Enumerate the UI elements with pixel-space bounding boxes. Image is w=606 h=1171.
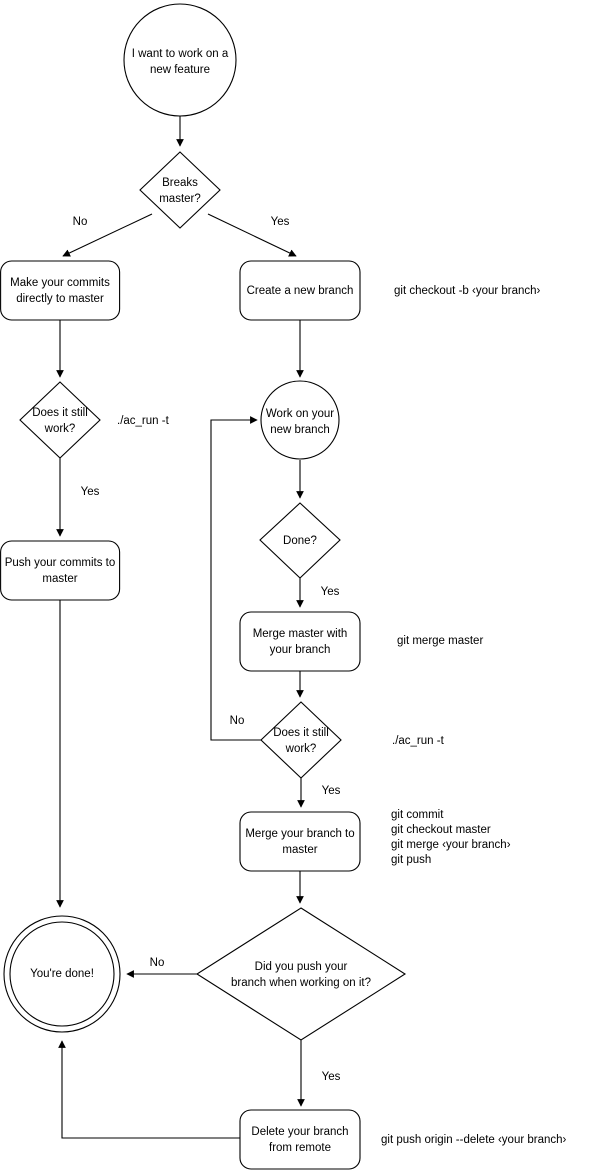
edge-label-did-you-push-no: No xyxy=(150,957,165,969)
node-did-you-push-line1: Did you push your xyxy=(255,961,348,973)
node-merge-to-master[interactable] xyxy=(239,811,361,872)
edge-label-breaks-yes: Yes xyxy=(271,216,290,228)
edge-label-breaks-no: No xyxy=(73,216,88,228)
node-merge-master-line2: your branch xyxy=(270,644,331,656)
node-delete-branch-line2: from remote xyxy=(269,1142,331,1154)
command-create-branch: git checkout -b ‹your branch› xyxy=(394,285,541,297)
node-still-work-left-line2: work? xyxy=(44,423,76,435)
node-merge-to-master-line2: master xyxy=(282,844,317,856)
node-work-branch-line1: Work on your xyxy=(266,408,334,420)
command-test-right: ./ac_run -t xyxy=(392,735,445,747)
node-start-line1: I want to work on a xyxy=(132,48,229,60)
node-done-line1: Done? xyxy=(283,535,317,547)
command-merge-to-master-2: git checkout master xyxy=(391,824,491,836)
node-start-line2: new feature xyxy=(150,64,210,76)
node-push-commits-line2: master xyxy=(42,573,77,585)
edge-label-still-work-right-yes: Yes xyxy=(322,785,341,797)
edge-label-still-work-right-no: No xyxy=(230,715,245,727)
node-did-you-push-line2: branch when working on it? xyxy=(231,977,371,989)
node-delete-branch[interactable] xyxy=(239,1109,361,1170)
edge-label-did-you-push-yes: Yes xyxy=(322,1071,341,1083)
command-merge-master: git merge master xyxy=(397,635,483,647)
node-push-commits-line1: Push your commits to xyxy=(5,557,116,569)
command-test-left: ./ac_run -t xyxy=(117,415,170,427)
node-still-work-left-line1: Does it still xyxy=(32,407,88,419)
node-still-work-right[interactable] xyxy=(260,701,342,779)
node-still-work-right-line1: Does it still xyxy=(273,727,329,739)
node-merge-to-master-line1: Merge your branch to xyxy=(245,828,354,840)
node-start[interactable] xyxy=(123,3,237,117)
node-create-branch-line1: Create a new branch xyxy=(247,285,354,297)
node-did-you-push[interactable] xyxy=(195,907,407,1041)
node-delete-branch-line1: Delete your branch xyxy=(251,1126,348,1138)
node-merge-master[interactable] xyxy=(239,611,361,672)
node-commit-direct-line2: directly to master xyxy=(16,293,104,305)
edge-breaks-yes xyxy=(207,213,297,257)
node-breaks-master[interactable] xyxy=(139,151,221,229)
command-merge-to-master-3: git merge ‹your branch› xyxy=(391,839,511,851)
node-work-branch[interactable] xyxy=(260,380,340,460)
node-commit-direct-line1: Make your commits xyxy=(10,277,110,289)
node-push-commits[interactable] xyxy=(0,540,121,601)
node-breaks-master-line1: Breaks xyxy=(162,177,198,189)
command-merge-to-master-1: git commit xyxy=(391,809,444,821)
node-work-branch-line2: new branch xyxy=(270,424,329,436)
edge-label-still-work-left-yes: Yes xyxy=(81,486,100,498)
node-still-work-left[interactable] xyxy=(19,381,101,459)
node-commit-direct[interactable] xyxy=(0,260,121,321)
edge-delete-to-done xyxy=(58,1040,240,1139)
edge-breaks-no xyxy=(62,213,153,257)
node-create-branch[interactable] xyxy=(239,260,361,321)
node-done[interactable] xyxy=(259,502,341,579)
node-merge-master-line1: Merge master with xyxy=(253,628,348,640)
edge-label-done-yes: Yes xyxy=(321,586,340,598)
command-merge-to-master-4: git push xyxy=(391,854,431,866)
node-breaks-master-line2: master? xyxy=(159,193,201,205)
node-youre-done-inner xyxy=(9,921,115,1027)
node-youre-done-label: You're done! xyxy=(30,968,94,980)
edge-test-no-loop-back xyxy=(210,416,261,741)
node-still-work-right-line2: work? xyxy=(285,743,317,755)
command-delete-branch: git push origin --delete ‹your branch› xyxy=(381,1134,567,1146)
